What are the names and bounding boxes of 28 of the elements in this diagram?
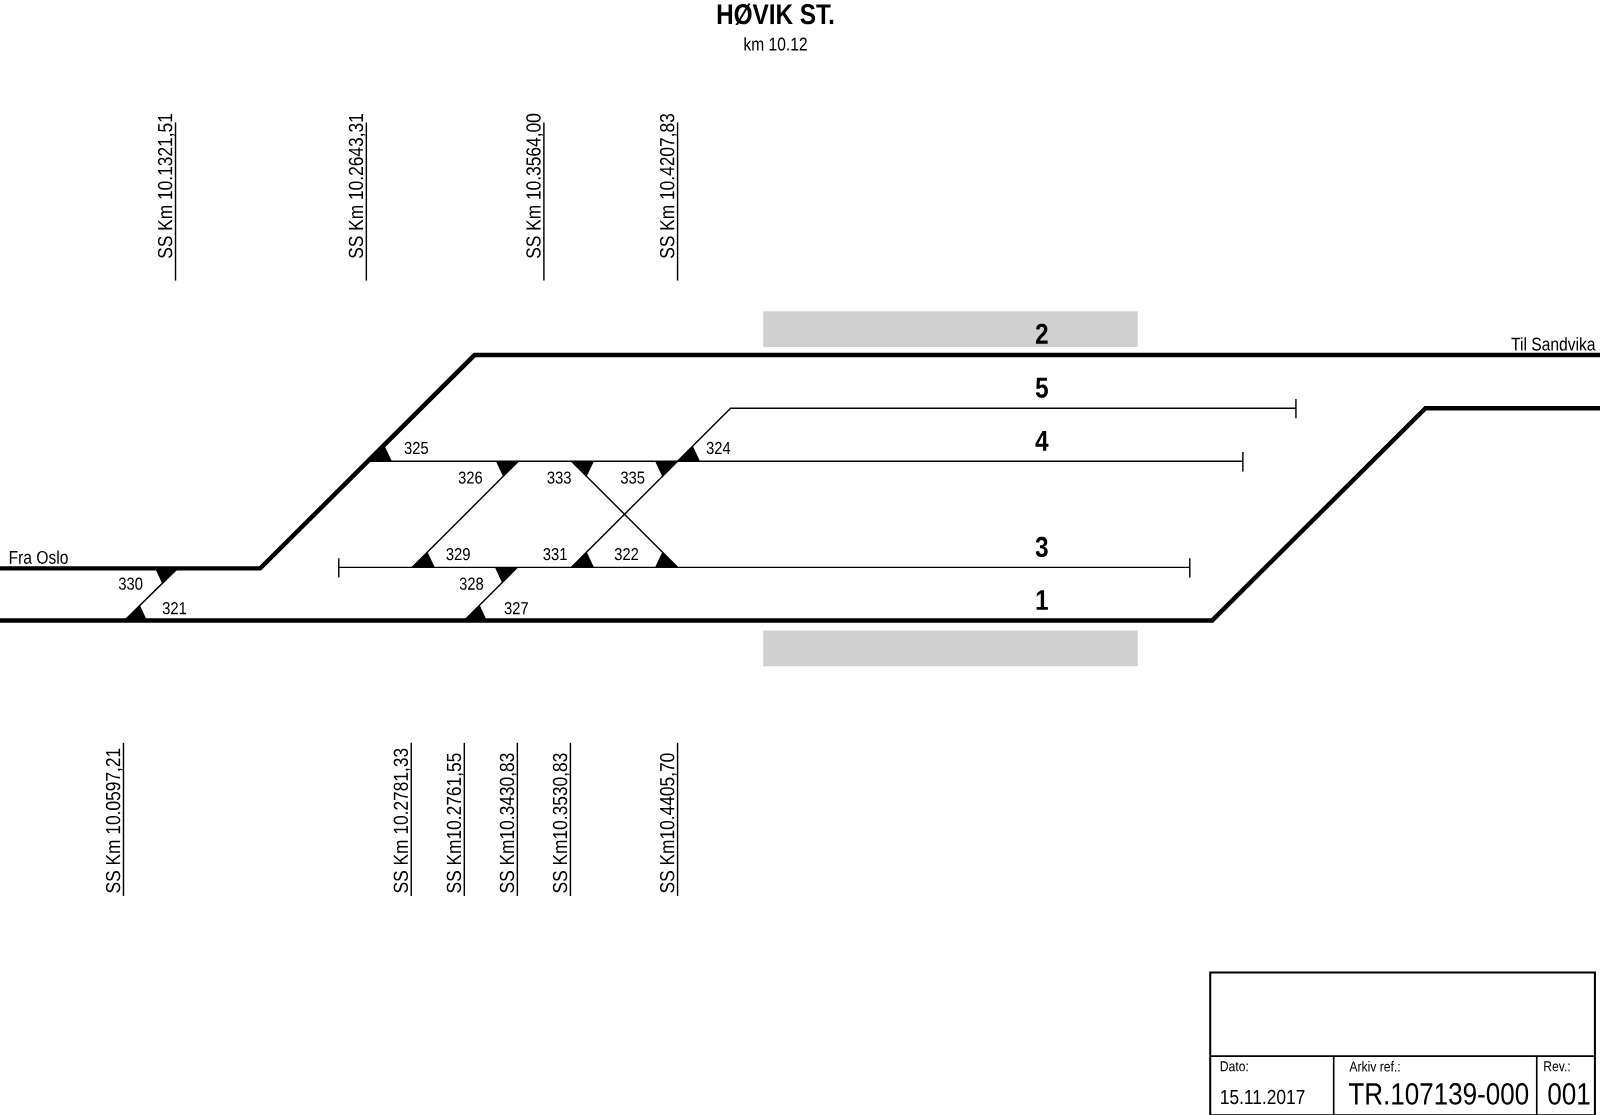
station-km-label: km 10.12 xyxy=(744,37,807,51)
switch-number: 321 xyxy=(162,601,187,615)
direction-label: Til Sandvika xyxy=(1511,337,1596,351)
switch-number: 331 xyxy=(543,547,567,561)
switch-number: 333 xyxy=(547,471,571,484)
switch-number: 326 xyxy=(458,471,483,484)
track-number: 2 xyxy=(1035,323,1048,344)
switch-number: 324 xyxy=(706,441,731,454)
track-number: 5 xyxy=(1035,377,1048,398)
title: HØVIK ST. xyxy=(717,3,834,25)
switch-number: 330 xyxy=(118,577,143,590)
field-label: Arkiv ref.: xyxy=(1349,1060,1400,1072)
track-number: 3 xyxy=(1035,536,1048,557)
track-number: 4 xyxy=(1035,430,1049,451)
direction-label: Fra Oslo xyxy=(9,550,68,564)
field-value: 001 xyxy=(1548,1082,1590,1105)
field-value: TR.107139-000 xyxy=(1348,1082,1529,1105)
field-label: Rev.: xyxy=(1544,1061,1570,1072)
switch-number: 327 xyxy=(504,601,528,615)
field-label: Dato: xyxy=(1220,1061,1248,1072)
switch-number: 329 xyxy=(446,547,470,561)
platform xyxy=(763,311,1138,347)
switch-number: 322 xyxy=(614,547,639,561)
switch-number: 328 xyxy=(459,577,484,590)
switch-number: 325 xyxy=(404,441,428,454)
field-value: 15.11.2017 xyxy=(1221,1089,1305,1104)
platform xyxy=(763,630,1138,667)
switch-number: 335 xyxy=(620,471,645,484)
